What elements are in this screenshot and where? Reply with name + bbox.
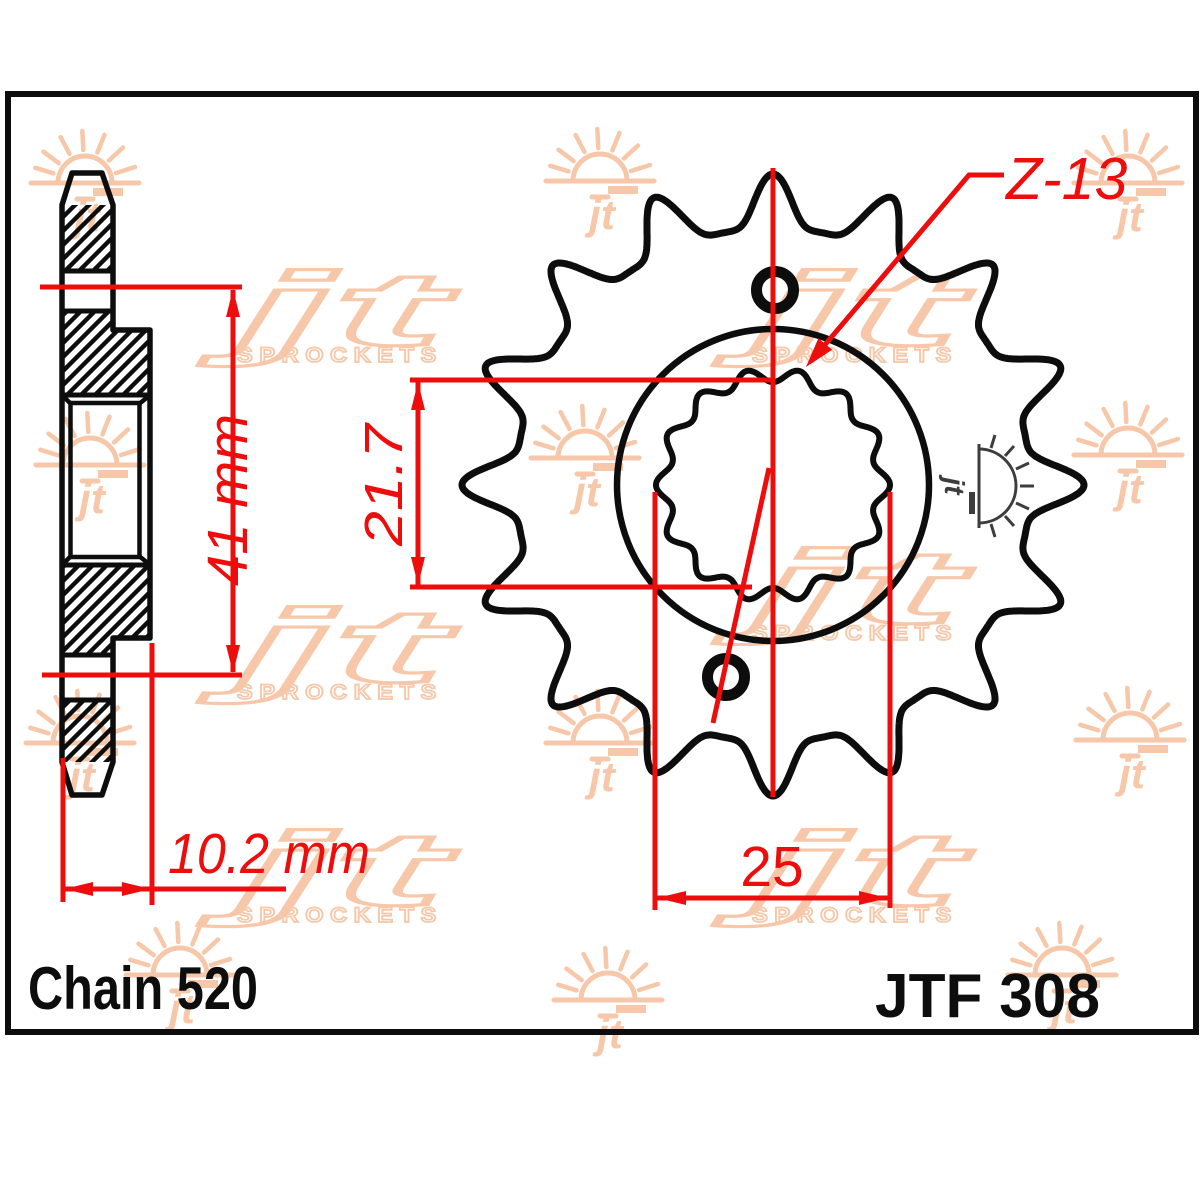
jt-logo-watermark [711,250,976,370]
sun-watermark [554,948,662,1057]
arrow-leader-icon [806,338,833,367]
dim-41-label: 41 mm [196,414,260,586]
arrow-up-icon [226,289,240,317]
side-section-view [59,170,153,798]
hatch-plate-upper [62,311,150,395]
dim-25-label: 25 [740,835,803,899]
part-number-label: JTF 308 [875,962,1100,1031]
title-layer: Chain 520 JTF 308 [28,955,1100,1031]
arrow-right-icon [122,882,151,896]
arrow-down-icon [411,557,425,585]
chain-size-label: Chain 520 [28,955,258,1022]
hatch-tooth-top [62,205,113,271]
sun-watermark [1074,403,1182,512]
hatch-plate-lower [62,565,150,655]
arrow-down-icon [226,645,240,673]
sun-watermark [36,413,144,522]
hatch-tooth-bottom [62,700,113,762]
bore-detail [61,394,151,566]
z13-leader-line [810,172,1004,362]
sun-watermark [531,406,639,515]
jt-stamp-icon: jt [939,434,1034,538]
arrow-up-icon [411,382,425,410]
dim-217-label: 21.7 [354,422,414,547]
watermark-layer [26,129,1184,1057]
sun-watermark [546,129,654,238]
dimension-layer: 41 mm 10.2 mm 21.7 25 Z-13 [40,146,1128,910]
section-indicator-line [710,467,772,724]
dim-102-label: 10.2 mm [168,822,370,886]
sun-watermark [1076,688,1184,797]
arrow-left-icon [64,882,93,896]
arrow-right-icon [859,891,888,905]
teeth-count-label: Z-13 [1004,146,1128,212]
section-divider-lines [62,268,150,703]
drawing-border [5,91,1199,1035]
stamp-text: jt [939,473,970,496]
arrow-left-icon [657,891,686,905]
